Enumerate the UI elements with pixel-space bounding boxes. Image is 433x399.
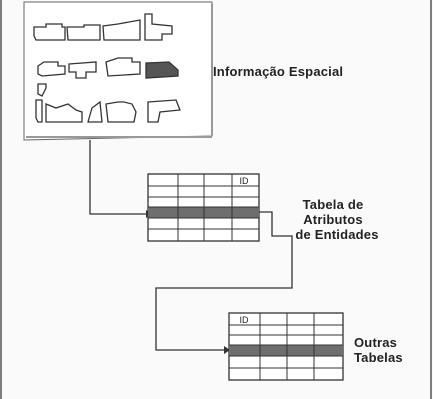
- parcel-polygon: [45, 103, 83, 123]
- parcel-polygon: [105, 101, 137, 123]
- parcel-polygons-row-2: [37, 57, 179, 79]
- connector-spatial-to-attribute: [89, 140, 146, 215]
- parcel-polygon: [105, 57, 141, 77]
- spatial-panel-background: [23, 1, 213, 141]
- parcel-polygon: [37, 83, 47, 97]
- parcel-polygon: [68, 61, 97, 79]
- parcel-polygon: [35, 99, 43, 123]
- outras-table-grid: [229, 313, 343, 380]
- parcel-polygons-row-3: [35, 83, 181, 123]
- attribute-table-id-header: ID: [240, 176, 250, 186]
- attribute-table-label-line-1: Tabela de Atributos: [302, 197, 364, 227]
- attribute-table: ID: [147, 173, 260, 242]
- parcel-polygon-selected: [145, 61, 179, 79]
- outras-table-id-header: ID: [240, 315, 250, 325]
- attribute-table-grid: [148, 174, 259, 241]
- attribute-table-label-line-2: de Entidades: [295, 227, 379, 242]
- parcel-polygon: [144, 13, 173, 41]
- parcel-polygon: [33, 23, 66, 41]
- outras-table: ID: [228, 312, 344, 381]
- outras-tabelas-label-line-1: Outras: [354, 335, 398, 350]
- connector-attribute-to-outras: [155, 211, 293, 351]
- attribute-table-label: Tabela de Atributos de Entidades: [272, 197, 394, 242]
- parcel-polygon: [147, 99, 181, 123]
- outras-tabelas-label-line-2: Tabelas: [354, 350, 403, 365]
- parcel-polygon: [87, 100, 103, 123]
- outras-tabelas-label: Outras Tabelas: [354, 335, 403, 365]
- spatial-info-text: Informação Espacial: [213, 64, 344, 79]
- arrowhead: [224, 346, 230, 354]
- parcel-polygons-row-1: [33, 13, 173, 41]
- parcel-polygon: [102, 19, 141, 41]
- parcel-polygon: [66, 24, 101, 41]
- spatial-panel: [23, 1, 213, 141]
- outras-table-highlight-row: [229, 345, 343, 356]
- spatial-info-label: Informação Espacial: [213, 64, 343, 79]
- parcel-polygon: [37, 61, 66, 77]
